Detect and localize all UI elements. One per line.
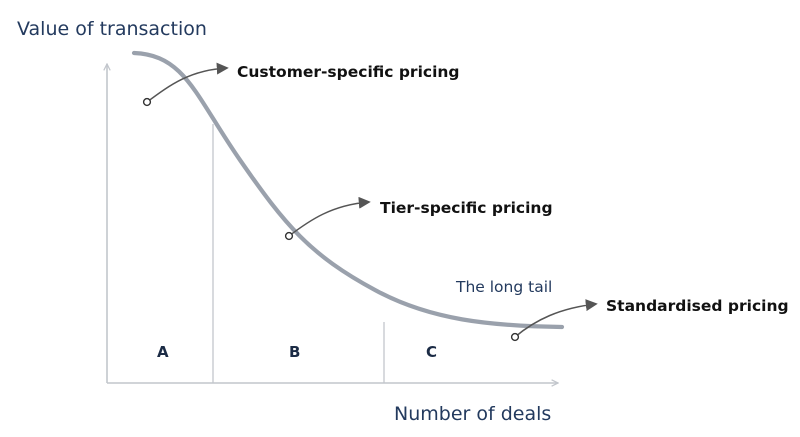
x-axis-title: Number of deals (394, 403, 551, 425)
region-label-a: A (157, 343, 169, 361)
callout-arrow-standardised (514, 299, 598, 338)
region-label-b: B (289, 343, 300, 361)
region-label-c: C (426, 343, 437, 361)
callout-label-tier: Tier-specific pricing (380, 199, 553, 217)
callout-label-customer: Customer-specific pricing (237, 63, 460, 81)
y-axis-title: Value of transaction (17, 18, 207, 40)
callout-label-standardised: Standardised pricing (606, 297, 789, 315)
long-tail-label: The long tail (455, 278, 552, 296)
callout-dot-customer (142, 97, 152, 107)
callout-arrow-tier (288, 196, 371, 237)
callout-dot-tier (284, 231, 294, 241)
long-tail-curve (131, 50, 565, 330)
callout-dot-standardised (510, 332, 520, 342)
callout-arrow-customer (146, 62, 229, 103)
